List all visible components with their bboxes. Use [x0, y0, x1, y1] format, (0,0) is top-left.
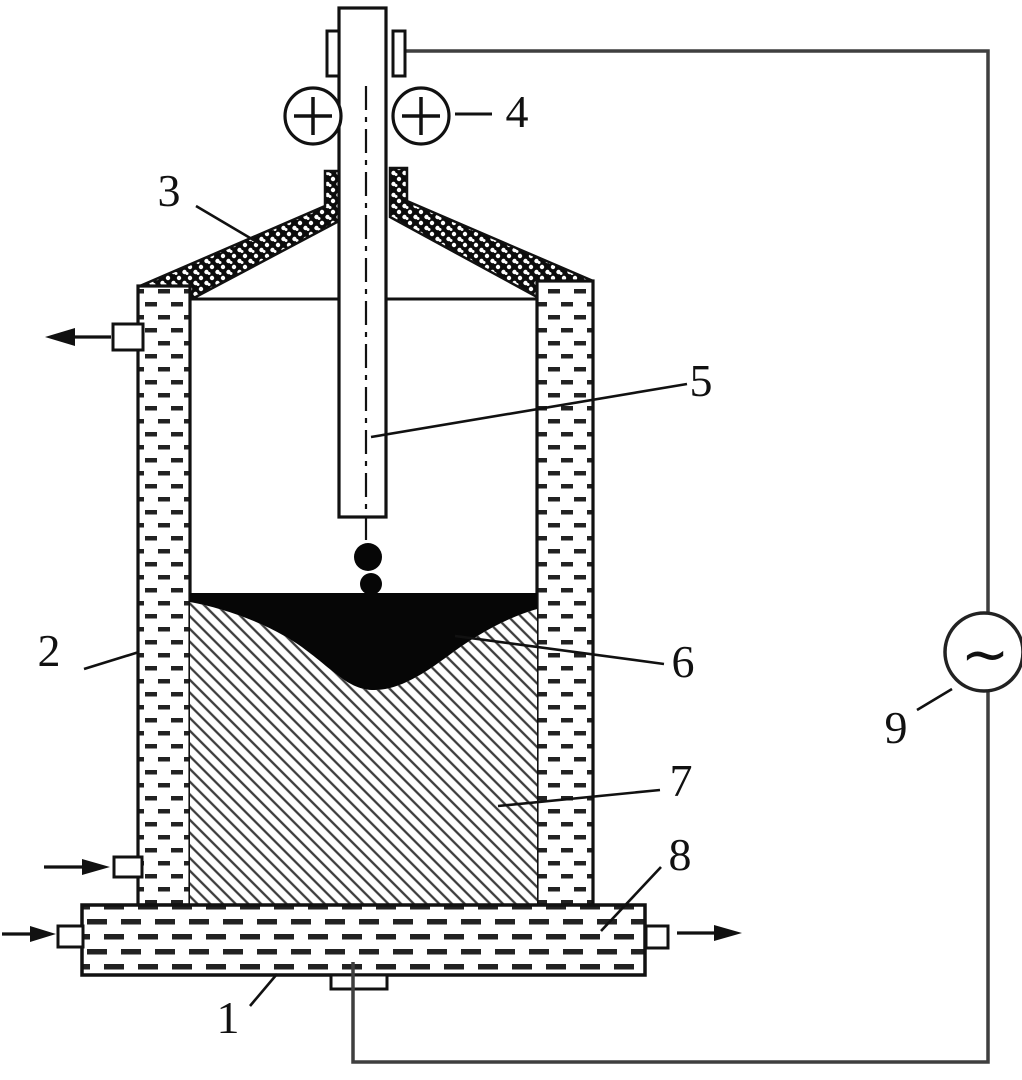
- metal-droplet-lower: [360, 573, 382, 595]
- slag-bath: [190, 593, 537, 691]
- ref-label-4: 4: [505, 86, 529, 137]
- electrode-rod: [337, 6, 388, 519]
- mold-wall-right: [535, 279, 595, 907]
- ingot-hatched-region: [190, 602, 537, 905]
- ref-label-5: 5: [689, 355, 713, 406]
- leader-5: [370, 382, 688, 439]
- leader-1: [249, 973, 278, 1007]
- contact-brush-left: [325, 29, 341, 78]
- ref-label-8: 8: [668, 829, 692, 880]
- metal-droplet-upper: [354, 543, 382, 571]
- plate-inlet-port: [56, 924, 85, 949]
- callout-leaders: [83, 204, 953, 1007]
- leader-3: [195, 204, 263, 247]
- leader-6: [454, 634, 665, 666]
- ref-label-3: 3: [157, 165, 181, 216]
- hood-right-half: [388, 166, 595, 299]
- water-inlet-arrow-icon: [82, 859, 110, 875]
- ref-label-6: 6: [671, 636, 695, 687]
- mold-wall-left: [136, 284, 192, 907]
- plate-outlet-arrow-icon: [714, 925, 742, 941]
- ref-label-2: 2: [37, 625, 61, 676]
- ac-power-source: ~: [943, 611, 1022, 693]
- plus-icon: [402, 97, 440, 135]
- water-outlet-port-top: [111, 322, 145, 352]
- contact-brush-right: [391, 29, 407, 78]
- circuit-wiring: [405, 49, 990, 613]
- cooling-ports: [2, 322, 742, 950]
- leader-2: [83, 650, 140, 671]
- leader-9: [916, 687, 953, 712]
- plate-inlet-arrow-icon: [30, 926, 56, 942]
- plate-outlet-port: [644, 924, 670, 950]
- wire-bottom: [351, 691, 990, 1064]
- leader-8: [600, 866, 662, 932]
- water-inlet-port-wall: [112, 855, 144, 879]
- ac-source-circle: [943, 611, 1022, 693]
- ref-label-7: 7: [669, 755, 693, 806]
- ac-tilde-icon: ~: [961, 620, 1010, 688]
- bottom-terminal-block: [329, 973, 389, 991]
- water-outlet-arrow-icon: [45, 328, 75, 346]
- ref-label-9: 9: [884, 702, 908, 753]
- ref-label-1: 1: [216, 992, 240, 1043]
- wire-top: [405, 49, 990, 613]
- electrode-assembly: [337, 6, 388, 595]
- plus-icon: [294, 97, 332, 135]
- bottom-plate: [80, 903, 647, 977]
- leader-7: [497, 788, 661, 808]
- feed-mechanism: [283, 29, 492, 146]
